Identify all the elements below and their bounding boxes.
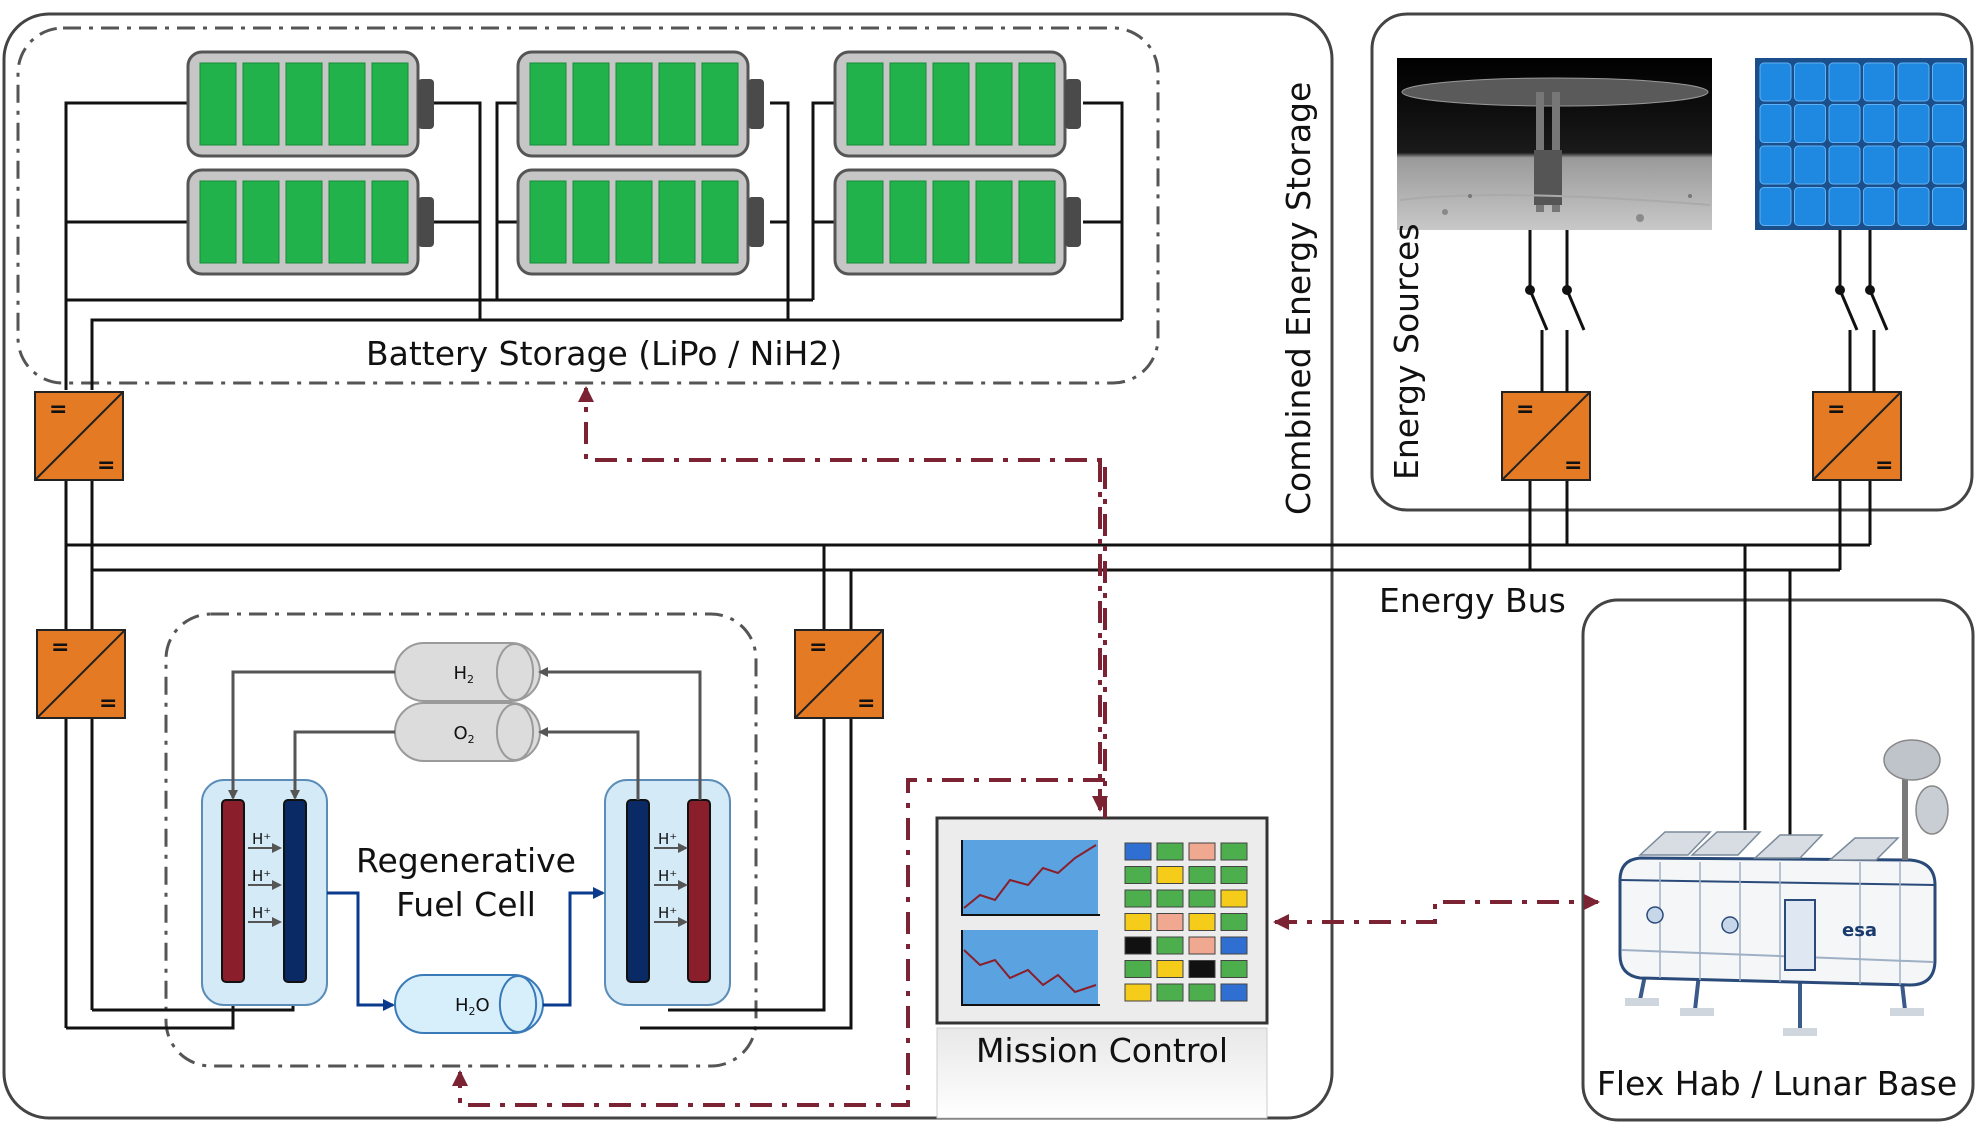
status-tile <box>1124 983 1152 1002</box>
proton-label: H⁺ <box>252 867 271 885</box>
energy-bus-lines <box>64 480 1872 1030</box>
flex-hab-label: Flex Hab / Lunar Base <box>1597 1064 1957 1103</box>
nuclear-reactor-image <box>1397 58 1712 230</box>
converter-symbol-top: = <box>49 397 67 422</box>
status-tile <box>1188 889 1216 908</box>
converter-solar: == <box>1812 391 1902 481</box>
proton-label: H⁺ <box>252 904 271 922</box>
flex-hab-frame <box>1581 598 1975 1122</box>
proton-label: H⁺ <box>658 867 677 885</box>
h2o-tank: H2O <box>394 974 544 1034</box>
esa-logo: esa <box>1842 920 1877 941</box>
status-tile <box>1188 936 1216 955</box>
fuel-cell-label-line1: Regenerative <box>356 841 576 880</box>
status-tile <box>1220 960 1248 978</box>
battery-cell <box>186 50 434 158</box>
status-tile <box>1156 866 1184 884</box>
battery-cell <box>833 168 1081 276</box>
status-tile <box>1124 960 1152 978</box>
proton-label: H⁺ <box>658 830 677 848</box>
status-tile <box>1220 936 1248 955</box>
converter-symbol-bottom: = <box>857 691 875 716</box>
status-tile <box>1220 842 1248 861</box>
battery-cell <box>516 168 764 276</box>
status-tile <box>1124 913 1152 931</box>
fuel-cell-left <box>201 779 328 1006</box>
svg-text:H2O: H2O <box>455 995 490 1018</box>
status-tile <box>1220 866 1248 884</box>
converter-symbol-top: = <box>1827 397 1845 422</box>
battery-wiring <box>64 101 1124 390</box>
status-tile <box>1220 889 1248 908</box>
proton-arrows: H⁺ H⁺ H⁺ H⁺ H⁺ H⁺ <box>248 830 688 927</box>
control-links <box>452 386 1600 1107</box>
status-tile <box>1188 913 1216 931</box>
converter-symbol-bottom: = <box>1875 453 1893 478</box>
converter-symbol-bottom: = <box>97 453 115 478</box>
status-tile <box>1220 913 1248 931</box>
battery-cell <box>833 50 1081 158</box>
status-tile <box>1188 983 1216 1002</box>
switch-pivots <box>1525 285 1875 295</box>
status-tile <box>1156 913 1184 931</box>
status-tile <box>1156 960 1184 978</box>
mission-control-label: Mission Control <box>976 1031 1228 1070</box>
mission-control-console <box>935 816 1269 1119</box>
converter-symbol-bottom: = <box>99 691 117 716</box>
water-lines <box>327 887 605 1011</box>
battery-pack-group <box>186 50 1081 276</box>
proton-label: H⁺ <box>252 830 271 848</box>
battery-storage-frame <box>16 26 1160 385</box>
status-tile <box>1156 983 1184 1002</box>
status-tile <box>1124 889 1152 908</box>
converter-nuclear: == <box>1501 391 1591 481</box>
fuel-cell-label-line2: Fuel Cell <box>396 885 536 924</box>
gas-lines <box>228 667 702 800</box>
solar-panel-image <box>1755 58 1967 230</box>
battery-storage-label: Battery Storage (LiPo / NiH2) <box>366 334 842 373</box>
fuel-cell-frame <box>164 612 758 1068</box>
converter-fuel-cell-right: == <box>794 629 884 719</box>
battery-cell <box>186 168 434 276</box>
status-tile <box>1188 842 1216 861</box>
converter-symbol-top: = <box>1516 397 1534 422</box>
fuel-cell-right <box>604 779 731 1006</box>
status-tile <box>1124 936 1152 955</box>
source-switches <box>1528 230 1889 392</box>
status-tile <box>1156 842 1184 861</box>
combined-storage-frame <box>2 12 1334 1120</box>
status-tile <box>1124 842 1152 861</box>
converter-battery: == <box>34 391 124 481</box>
converter-fuel-cell-left: == <box>36 629 126 719</box>
status-tile <box>1220 983 1248 1002</box>
status-tile <box>1188 866 1216 884</box>
converter-symbol-bottom: = <box>1564 453 1582 478</box>
status-tile <box>1156 936 1184 955</box>
converter-group: ========== <box>34 391 1902 719</box>
energy-bus-label: Energy Bus <box>1379 581 1566 620</box>
status-tile <box>1156 889 1184 908</box>
proton-label: H⁺ <box>658 904 677 922</box>
converter-symbol-top: = <box>809 635 827 660</box>
combined-energy-storage-label: Combined Energy Storage <box>1279 82 1318 515</box>
energy-sources-frame <box>1370 12 1974 512</box>
status-tile <box>1188 960 1216 978</box>
status-tile <box>1124 866 1152 884</box>
battery-cell <box>516 50 764 158</box>
energy-sources-label: Energy Sources <box>1387 223 1426 480</box>
o2-tank: O2 <box>394 702 541 762</box>
converter-symbol-top: = <box>51 635 69 660</box>
h2-tank: H2 <box>394 642 541 702</box>
flex-hab-image: esa <box>1618 739 1949 1036</box>
